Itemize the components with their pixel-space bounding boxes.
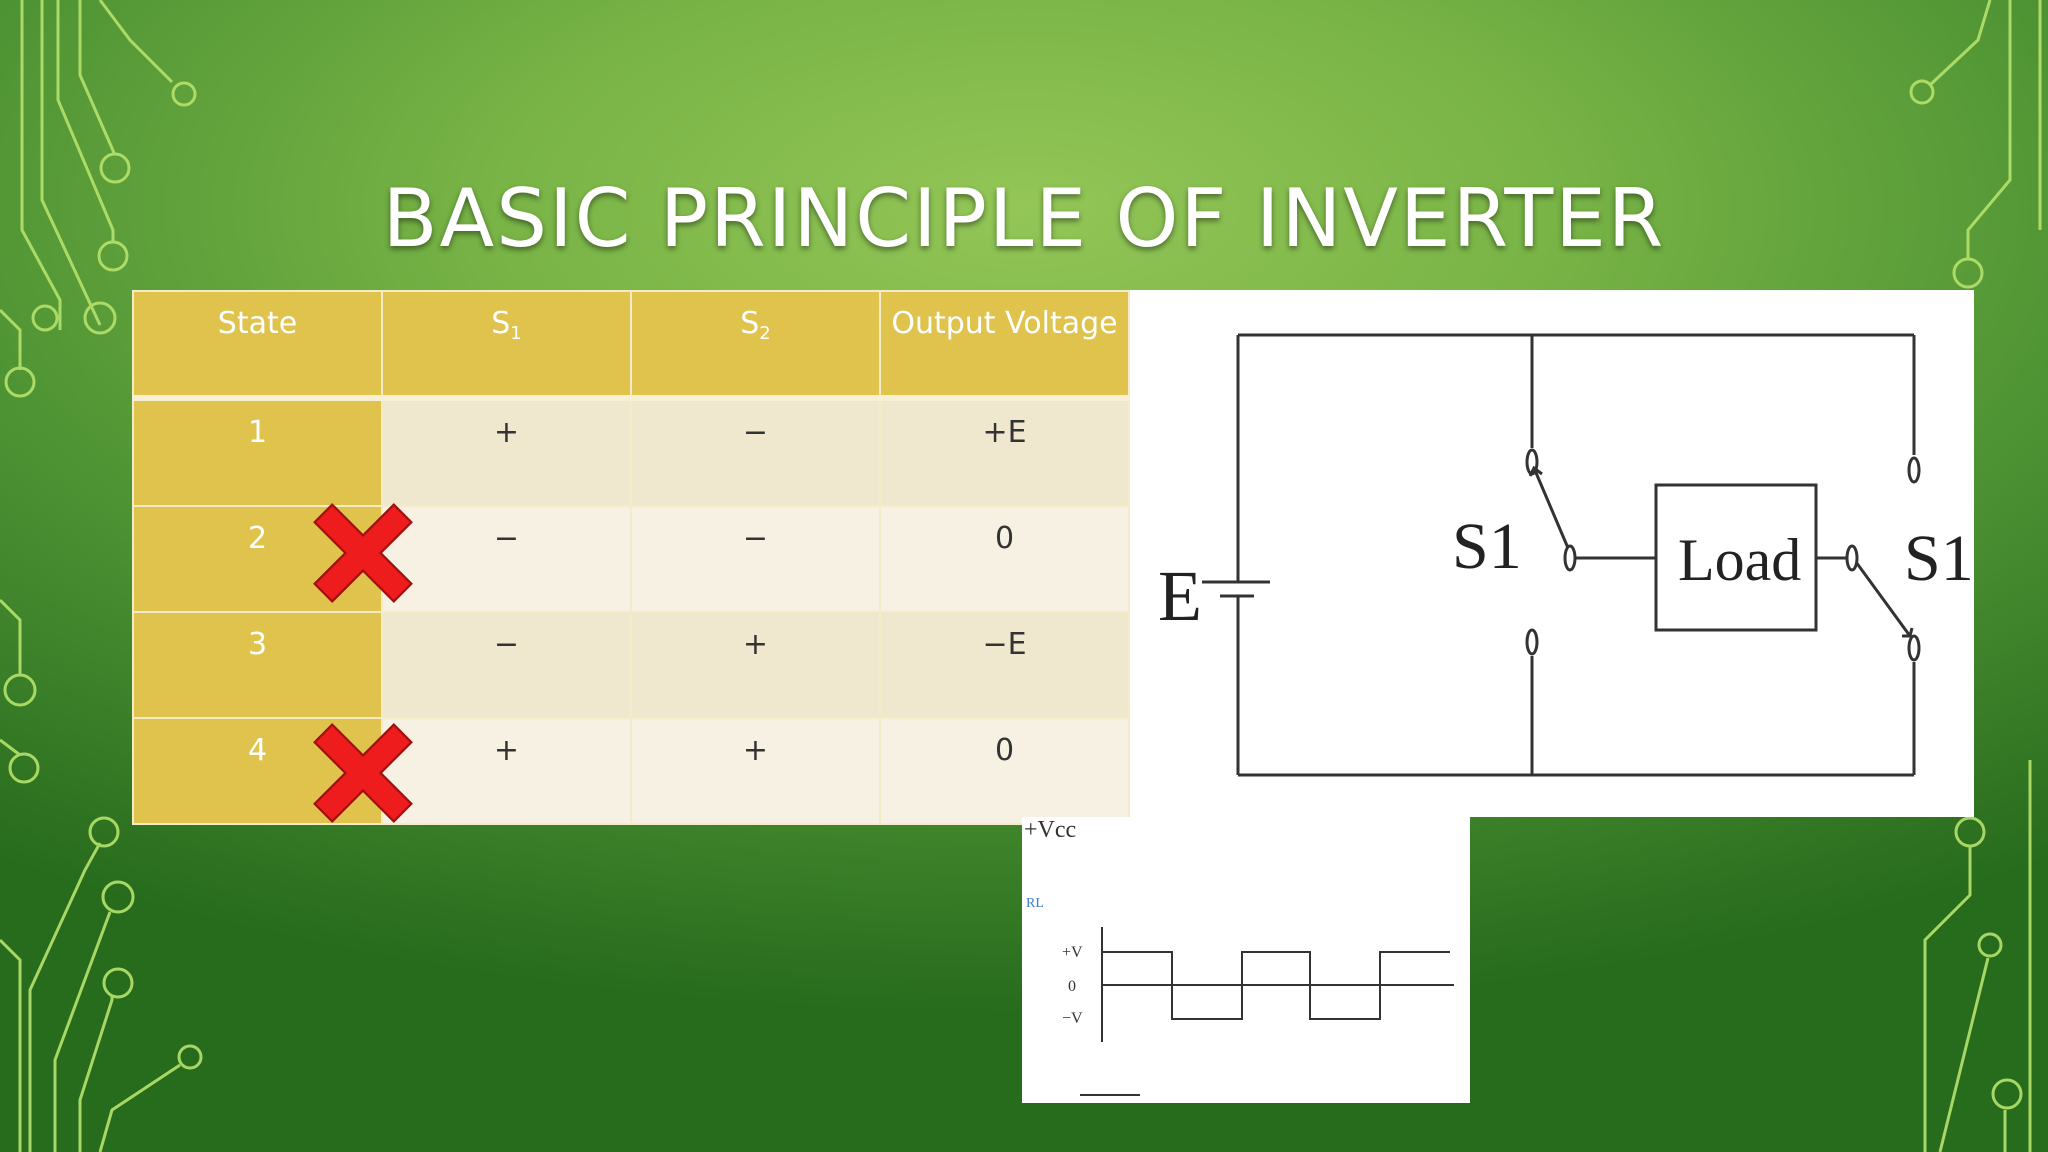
- cell-s1: −: [381, 611, 632, 719]
- cell-output: −E: [879, 611, 1130, 719]
- header-s2-text: S: [740, 306, 760, 341]
- minus-v-label: −V: [1062, 1010, 1083, 1027]
- inverter-circuit-diagram: E S1 Load S1: [1130, 290, 1974, 817]
- plus-v-label: +V: [1062, 944, 1083, 961]
- circuit-svg: E S1 Load S1: [1158, 333, 1974, 777]
- slide-title: BASIC PRINCIPLE OF INVERTER: [382, 172, 1666, 265]
- header-s1-text: S: [491, 306, 511, 341]
- header-s2: S2: [630, 290, 881, 401]
- cell-s1: +: [381, 397, 632, 507]
- table-header-row: State S1 S2 Output Voltage: [132, 290, 1130, 401]
- header-s1-subscript: 1: [510, 323, 522, 344]
- output-waveform: +Vcc RL +V 0 −V: [1022, 817, 1470, 1103]
- header-s2-subscript: 2: [759, 323, 771, 344]
- table-row: 1 + − +E: [132, 397, 1130, 507]
- cell-s1: −: [381, 505, 632, 613]
- cell-s2: +: [630, 611, 881, 719]
- right-switch-label: S1: [1904, 522, 1974, 595]
- rl-label: RL: [1026, 896, 1044, 911]
- zero-label: 0: [1068, 978, 1076, 995]
- table-row: 4 + + 0: [132, 717, 1130, 825]
- cell-output: +E: [879, 397, 1130, 507]
- table-row: 3 − + −E: [132, 611, 1130, 719]
- header-s1: S1: [381, 290, 632, 401]
- cross-mark-icon: [313, 723, 413, 823]
- load-label: Load: [1678, 527, 1801, 593]
- source-label: E: [1158, 556, 1202, 636]
- waveform-svg: +Vcc RL +V 0 −V: [1024, 817, 1454, 1096]
- cell-s1: +: [381, 717, 632, 825]
- cell-output: 0: [879, 505, 1130, 613]
- cell-state: 1: [132, 397, 383, 507]
- header-state: State: [132, 290, 383, 401]
- left-switch-label: S1: [1452, 510, 1522, 583]
- cell-s2: +: [630, 717, 881, 825]
- cell-output: 0: [879, 717, 1130, 825]
- header-output-voltage: Output Voltage: [879, 290, 1130, 401]
- cell-state: 3: [132, 611, 383, 719]
- cross-mark-icon: [313, 503, 413, 603]
- vcc-label: +Vcc: [1024, 817, 1076, 843]
- cell-s2: −: [630, 397, 881, 507]
- cell-s2: −: [630, 505, 881, 613]
- switch-state-table: State S1 S2 Output Voltage 1 + − +E 2 − …: [132, 290, 1130, 825]
- table-row: 2 − − 0: [132, 505, 1130, 613]
